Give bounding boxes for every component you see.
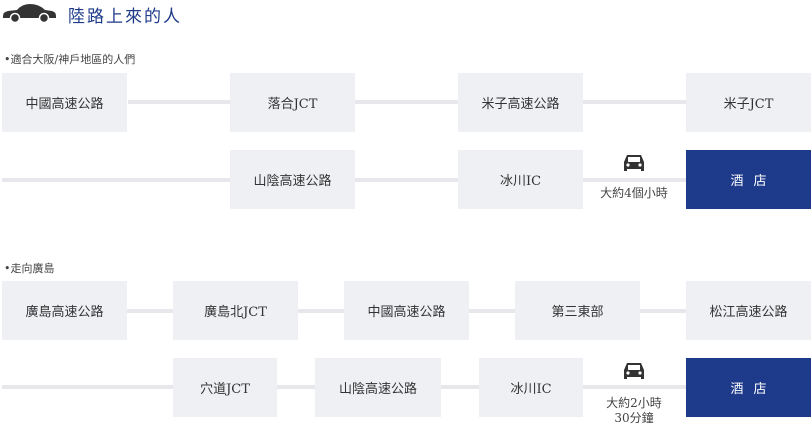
hotel-box: 酒店 (686, 150, 811, 209)
page-title: 陸路上來的人 (68, 7, 182, 27)
route-box: 米子高速公路 (458, 73, 583, 132)
route-box: 落合JCT (230, 73, 355, 132)
section-label-hiroshima: •走向廣島 (4, 262, 55, 275)
route-box: 山陰高速公路 (315, 358, 441, 417)
drive-time: 大約2小時 30分鐘 (606, 396, 662, 425)
route-box: 松江高速公路 (686, 281, 811, 340)
section-label-osaka-kobe: •適合大阪/神戶地區的人們 (4, 53, 136, 66)
route-box: 中國高速公路 (2, 73, 127, 132)
route-box: 廣島北JCT (173, 281, 298, 340)
route-box: 廣島高速公路 (2, 281, 127, 340)
route-box: 第三東部 (515, 281, 640, 340)
page-header: 陸路上來的人 (0, 0, 400, 27)
route-box: 冰川IC (458, 150, 583, 209)
car-front-icon (624, 155, 644, 171)
route-box: 山陰高速公路 (230, 150, 355, 209)
route-box: 冰川IC (479, 358, 583, 417)
drive-time: 大約4個小時 (600, 186, 668, 200)
car-icon (3, 4, 56, 23)
route-line (128, 100, 686, 104)
hotel-box: 酒店 (686, 358, 811, 417)
route-box: 穴道JCT (173, 358, 277, 417)
route-box: 米子JCT (686, 73, 811, 132)
route-box: 中國高速公路 (344, 281, 469, 340)
car-front-icon (624, 363, 644, 379)
